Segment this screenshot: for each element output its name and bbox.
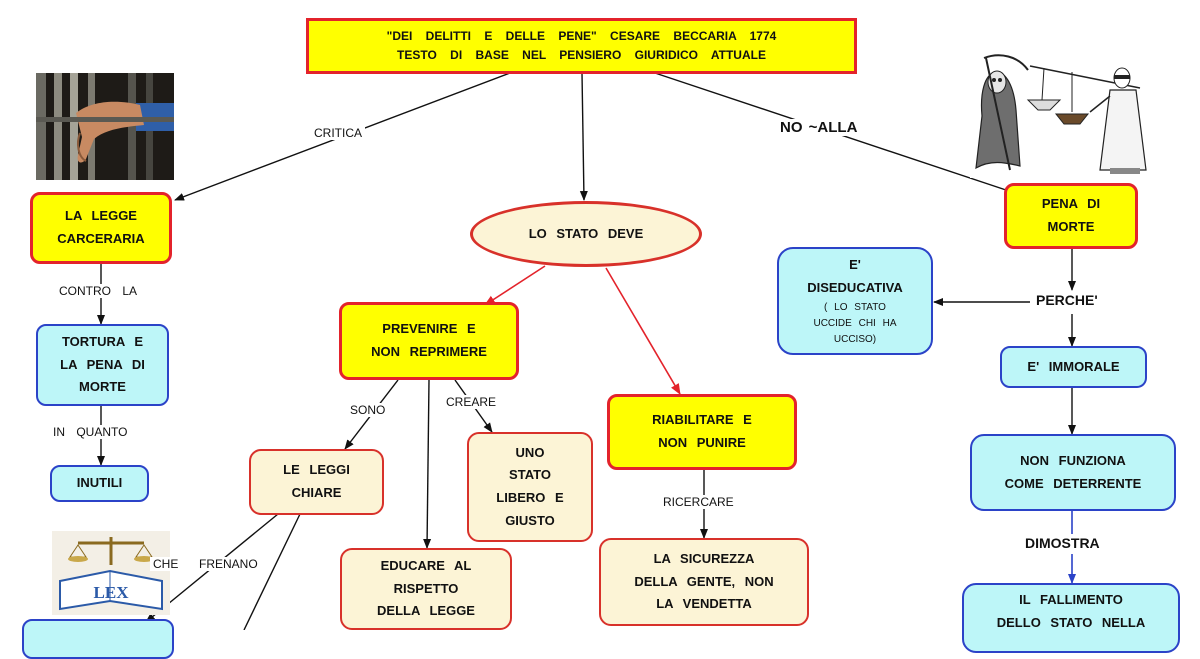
label-no-alla: NO ~ALLA: [777, 119, 861, 136]
label-ricercare: RICERCARE: [660, 495, 737, 509]
prison-bars-hands-image: [36, 73, 174, 180]
node-leggi-chiare: LE LEGGI CHIARE: [249, 449, 384, 515]
label-frenano: FRENANO: [196, 557, 261, 571]
edge-stato-deve-to-prevenire: [484, 265, 546, 306]
node-riabilitare: RIABILITARE E NON PUNIRE: [607, 394, 797, 470]
lex-book-image: LEX: [52, 531, 170, 615]
node-prevenire: PREVENIRE E NON REPRIMERE: [339, 302, 519, 380]
node-diseducativa: E' DISEDUCATIVA ( LO STATO UCCIDE CHI HA…: [777, 247, 933, 355]
node-immorale: E' IMMORALE: [1000, 346, 1147, 388]
label-perche: PERCHE': [1033, 292, 1101, 308]
node-educare: EDUCARE AL RISPETTO DELLA LEGGE: [340, 548, 512, 630]
node-tortura: TORTURA E LA PENA DI MORTE: [36, 324, 169, 406]
node-pena-di-morte: PENA DI MORTE: [1004, 183, 1138, 249]
title-line-2: TESTO DI BASE NEL PENSIERO GIURIDICO ATT…: [397, 48, 766, 62]
title-line-1: "DEI DELITTI E DELLE PENE" CESARE BECCAR…: [386, 28, 777, 43]
node-legge-carceraria: LA LEGGE CARCERARIA: [30, 192, 172, 264]
node-fallimento: IL FALLIMENTO DELLO STATO NELLA: [962, 583, 1180, 653]
label-dimostra: DIMOSTRA: [1022, 535, 1103, 551]
node-stato-libero: UNO STATO LIBERO E GIUSTO: [467, 432, 593, 542]
edge-prevenire-to-educare: [423, 379, 432, 549]
label-creare: CREARE: [443, 395, 500, 409]
death-justice-scales-image: [970, 50, 1170, 178]
edge-leggi-to-bottom: [243, 513, 301, 630]
label-sono: SONO: [347, 403, 389, 417]
edge-stato-deve-to-riabilitare: [605, 267, 681, 395]
lex-text: LEX: [94, 583, 130, 602]
label-che: CHE: [150, 557, 182, 571]
label-in-quanto: IN QUANTO: [50, 425, 131, 439]
node-lower-left-cut: [22, 619, 174, 659]
node-sicurezza: LA SICUREZZA DELLA GENTE, NON LA VENDETT…: [599, 538, 809, 626]
node-inutili: INUTILI: [50, 465, 149, 502]
title-box: "DEI DELITTI E DELLE PENE" CESARE BECCAR…: [306, 18, 857, 74]
label-critica: CRITICA: [311, 126, 365, 140]
edge-title-to-stato-deve: [579, 72, 588, 201]
node-lo-stato-deve: LO STATO DEVE: [470, 201, 702, 267]
label-contro-la: CONTRO LA: [56, 284, 141, 298]
node-non-funziona: NON FUNZIONA COME DETERRENTE: [970, 434, 1176, 511]
